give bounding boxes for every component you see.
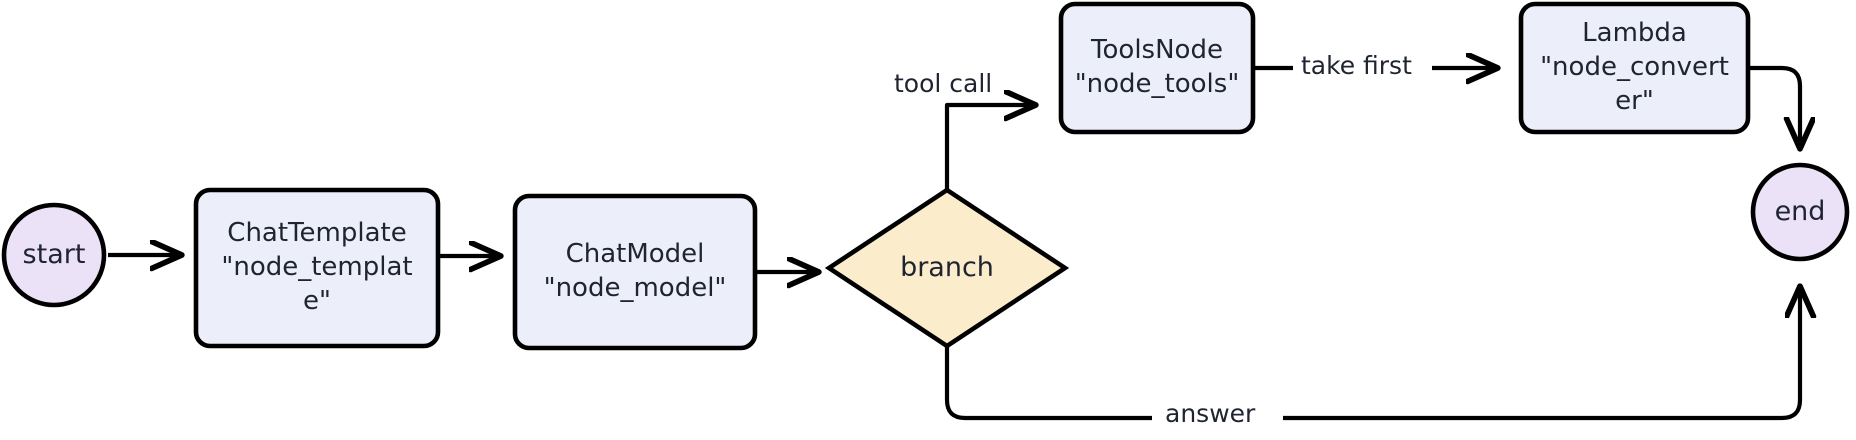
node-start[interactable] <box>1 202 107 308</box>
edge-label-take-first: take first <box>1295 52 1418 80</box>
node-node-model[interactable] <box>512 193 758 351</box>
node-node-tools[interactable] <box>1058 1 1256 135</box>
edge-branch-to-end-answer-right <box>1283 287 1800 421</box>
node-branch[interactable] <box>824 187 1070 349</box>
edge-branch-to-end-answer-left <box>944 346 1152 421</box>
edge-label-answer: answer <box>1157 400 1264 428</box>
node-node-converter[interactable] <box>1518 1 1751 135</box>
edge-label-tool-call: tool call <box>888 70 999 98</box>
edge-branch-to-node-tools <box>944 105 1035 190</box>
node-node-template[interactable] <box>193 187 441 349</box>
node-end[interactable] <box>1750 162 1850 262</box>
edge-node-converter-to-end <box>1748 65 1800 148</box>
